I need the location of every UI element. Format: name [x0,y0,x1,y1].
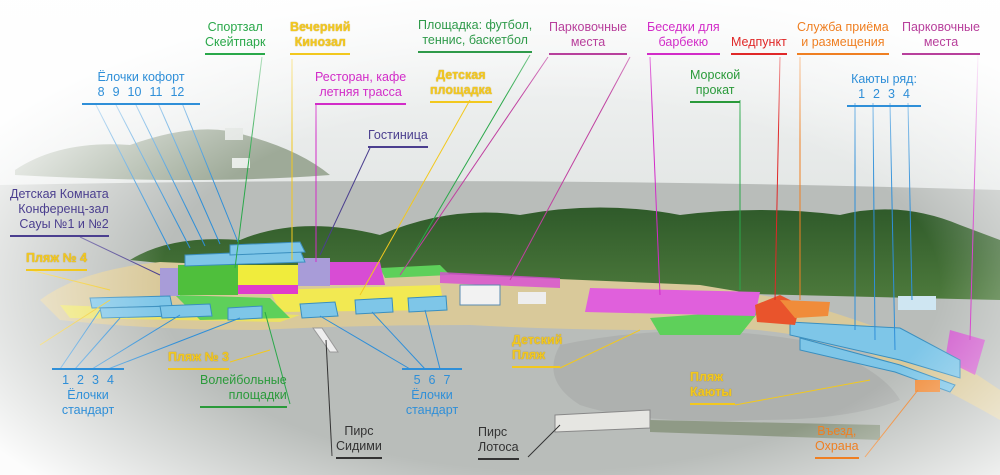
label-medpunkt: Медпункт [731,35,787,55]
label-sports-courts: Площадка: футбол,теннис, баскетбол [418,18,533,53]
label-beach-3: Пляж № 3 [168,350,229,370]
label-hotel: Гостиница [368,128,428,148]
label-entrance-security: Въезд,Охрана [815,424,859,459]
label-beach-4: Пляж № 4 [26,251,87,271]
